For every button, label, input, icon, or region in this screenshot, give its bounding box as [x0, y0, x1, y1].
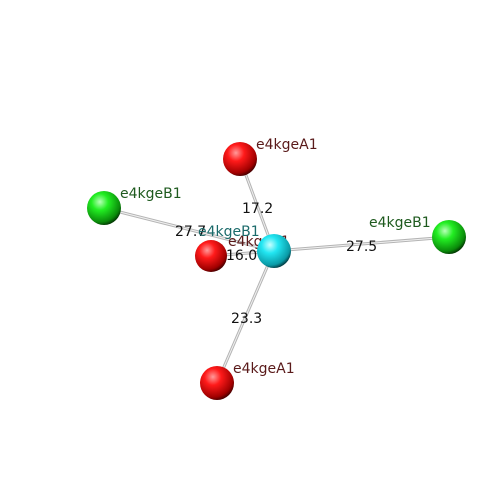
atoms — [87, 142, 466, 400]
bond-center-green-left — [103, 206, 275, 253]
atom-green-right[interactable] — [432, 220, 466, 254]
distance-label-red-mid: 16.0 — [226, 248, 257, 264]
bond-line-highlight — [273, 236, 450, 252]
distance-label-red-top: 17.2 — [242, 201, 273, 217]
distance-label-green-left: 27.7 — [175, 224, 206, 240]
atom-red-mid[interactable] — [195, 240, 227, 272]
atom-label-green-right: e4kgeB1 — [369, 215, 431, 231]
distance-labels: 17.2 27.7 27.5 23.3 — [175, 201, 377, 327]
bond-line-highlight — [103, 207, 275, 252]
atom-label-red-bottom: e4kgeA1 — [233, 361, 295, 377]
atom-red-bottom[interactable] — [200, 366, 234, 400]
distance-label-green-right: 27.5 — [346, 239, 377, 255]
atom-center-cyan[interactable] — [257, 234, 291, 268]
atom-label-center: e4kgeB1 — [198, 224, 260, 240]
atom-label-green-left: e4kgeB1 — [120, 186, 182, 202]
bond-line-highlight — [216, 250, 275, 384]
atom-labels: e4kgeB1 e4kgeA1 e4kgeA1 e4kgeB1 e4kgeB1 — [120, 137, 431, 377]
atom-red-top[interactable] — [223, 142, 257, 176]
bond-center-red-bottom — [215, 250, 276, 384]
atom-green-left[interactable] — [87, 191, 121, 225]
atom-label-red-top: e4kgeA1 — [256, 137, 318, 153]
bond-center-green-right — [273, 235, 450, 253]
distance-label-red-bottom: 23.3 — [231, 311, 262, 327]
